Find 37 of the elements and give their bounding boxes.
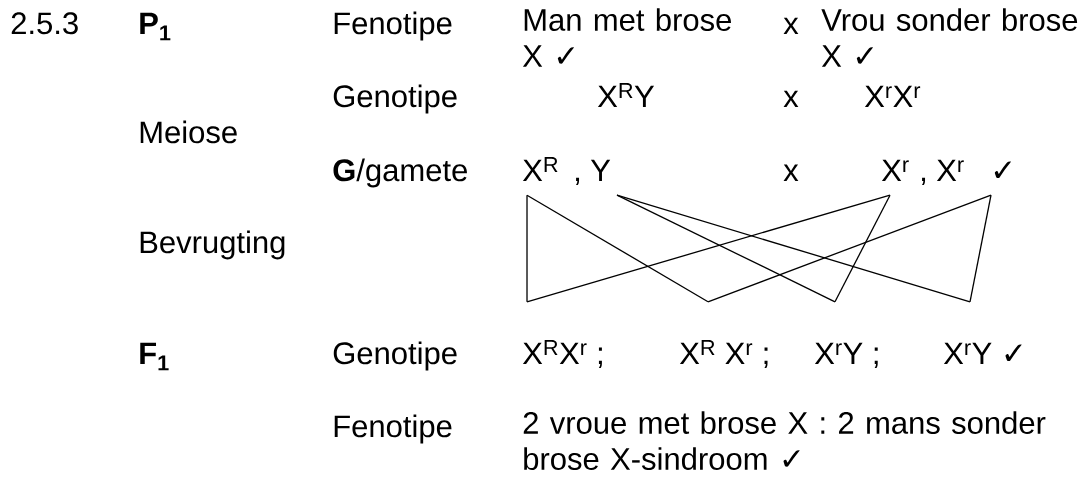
gamete-text: X$^{r}$ [936,159,964,181]
offspring-genotype: X$^{R}$ X$^{r}$ ; [679,340,768,368]
gamete-text: Y [590,159,611,181]
process-label: Meiose [140,120,237,144]
genotype-text: X$^{R}$Y [597,83,655,107]
row-label: G/gamete [333,158,467,188]
genotype-text: X$^{r}$X$^{r}$ [864,85,921,107]
separator-comma: , [576,177,580,185]
generation-label: F$_{1}$ [140,342,169,371]
gamete-text: X$^{r}$ [881,159,909,181]
cross-sign: x [783,17,799,34]
cross-line [707,194,992,303]
row-label: Genotipe [333,341,457,371]
generation-label: P$_{1}$ [140,12,171,41]
cross-line [969,194,992,303]
cross-sign: x [783,164,799,181]
row-label: Fenotipe [334,414,452,444]
cross-line [526,194,891,303]
label-number: 2.5.3 [11,12,78,35]
process-label: Bevrugting [140,230,285,260]
cross-line [834,194,891,303]
offspring-genotype: X$^{R}$X$^{r}$ ; [522,340,602,368]
gamete-text: X$^{R}$ [522,157,558,181]
cross-line [526,194,709,303]
cross-line [526,194,528,303]
offspring-genotype: X$^{r}$Y ✓ [943,342,1022,364]
phenotype-text: Vrou sonder brose X ✓ [821,8,1078,67]
row-label: Genotipe [333,84,457,114]
offspring-genotype: X$^{r}$Y ; [814,342,878,368]
row-label: Fenotipe [334,11,452,41]
phenotype-text: Man met brose X ✓ [522,8,731,67]
cross-line [616,194,836,303]
separator-comma: , [922,177,926,185]
cross-line [616,194,971,303]
cross-sign: x [783,90,799,107]
phenotype-text: 2 vroue met brose X : 2 mans sonder brose X-sindroom ✓ [523,411,1046,470]
check-mark: ✓ [994,161,1011,178]
